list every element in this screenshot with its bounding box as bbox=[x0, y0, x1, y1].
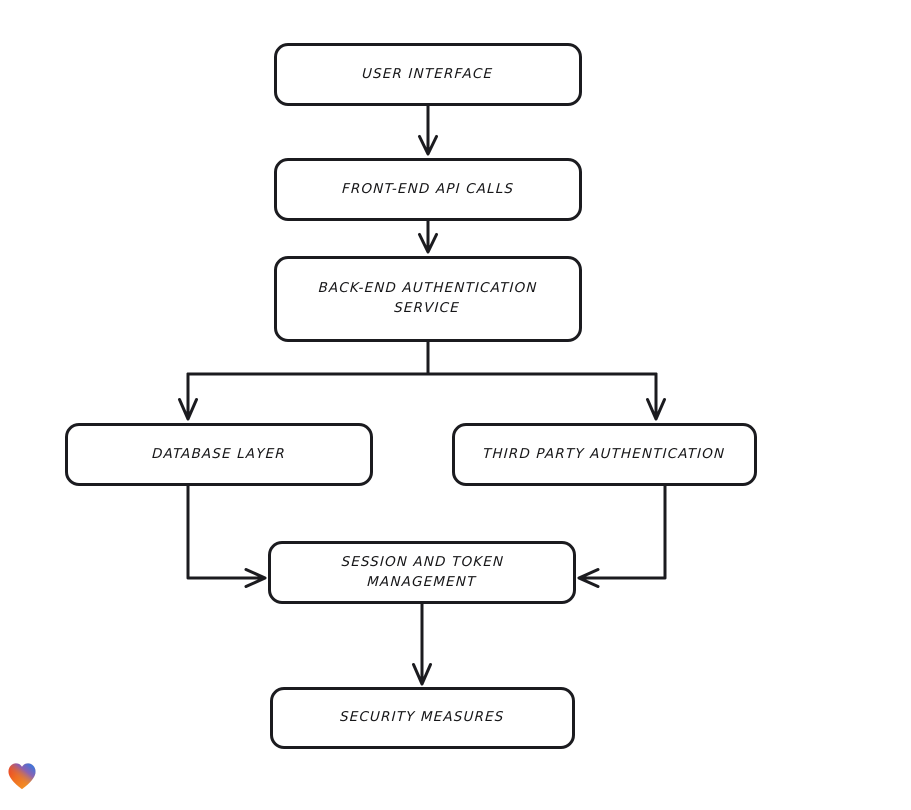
connector-thirdparty-to-session bbox=[577, 484, 667, 588]
node-back-end-authentication-service[interactable]: Back-End Authentication Service bbox=[274, 256, 582, 342]
node-security-measures[interactable]: Security Measures bbox=[270, 687, 575, 749]
connector-database-to-session bbox=[186, 484, 267, 588]
node-label-back-end-authentication-service: Back-End Authentication Service bbox=[318, 280, 539, 316]
connector-ui-to-api bbox=[418, 104, 438, 156]
node-third-party-authentication[interactable]: Third Party Authentication bbox=[452, 423, 757, 486]
node-label-user-interface: User Interface bbox=[362, 65, 495, 82]
node-session-and-token-management[interactable]: Session and Token Management bbox=[268, 541, 576, 604]
node-label-session-and-token-management: Session and Token Management bbox=[340, 553, 505, 590]
node-user-interface[interactable]: User Interface bbox=[274, 43, 582, 106]
connector-session-to-security bbox=[412, 602, 432, 686]
heart-icon bbox=[7, 762, 37, 790]
node-label-database-layer: Database Layer bbox=[151, 445, 287, 462]
connector-split-to-thirdparty bbox=[646, 372, 666, 421]
node-label-security-measures: Security Measures bbox=[339, 709, 506, 726]
connector-split-to-database bbox=[178, 372, 198, 421]
node-label-third-party-authentication: Third Party Authentication bbox=[483, 445, 727, 462]
node-database-layer[interactable]: Database Layer bbox=[65, 423, 373, 486]
connector-api-to-backend bbox=[418, 219, 438, 254]
connector-backend-split-bus bbox=[186, 340, 658, 376]
node-label-front-end-api-calls: Front-End API Calls bbox=[341, 180, 515, 197]
node-front-end-api-calls[interactable]: Front-End API Calls bbox=[274, 158, 582, 221]
